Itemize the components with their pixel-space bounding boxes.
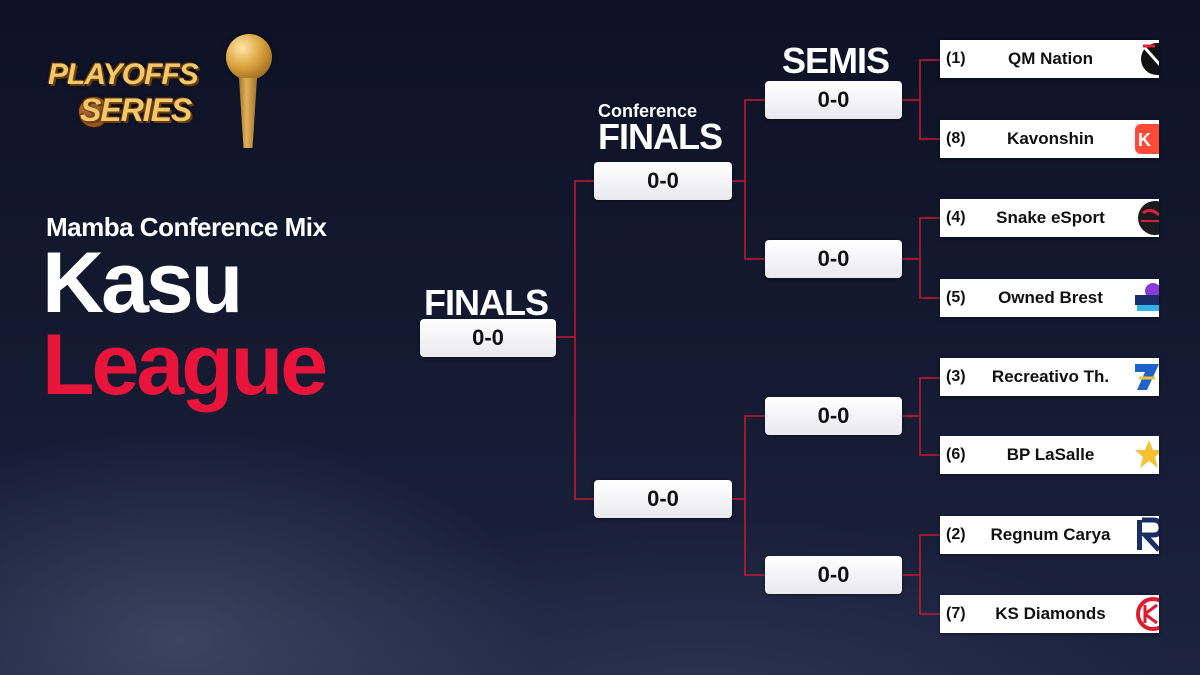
conference-final-top-score: 0-0 [594,162,732,200]
semi-3-score: 0-0 [765,397,902,435]
team-seed: (1) [946,50,966,67]
team-slot: (7) KS Diamonds [940,595,1159,633]
finals-heading: FINALS [424,282,549,323]
team-slot: (6) BP LaSalle [940,436,1159,474]
team-name: KS Diamonds [995,604,1106,623]
league-name-line2: League [42,317,328,413]
conference-heading-small: Conference [598,101,698,121]
team-seed: (8) [946,130,966,147]
finals-score: 0-0 [420,319,556,357]
team-seed: (3) [946,368,966,385]
team-seed: (7) [946,605,966,622]
conference-subtitle: Mamba Conference Mix [46,212,327,242]
playoffs-series-logo: PLAYOFFS SERIES [48,34,273,154]
team-slot: (2) Regnum Carya [940,516,1159,554]
team-slot: (5) Owned Brest [940,279,1159,317]
team-name: Snake eSport [996,208,1105,227]
team-name: Recreativo Th. [991,367,1110,386]
conference-finals-heading: FINALS [598,116,723,157]
ks-diamonds-logo-icon [1131,595,1159,633]
semi-4-score: 0-0 [765,556,902,594]
trophy-icon [239,78,257,148]
basketball-icon [78,96,110,128]
semis-heading: SEMIS [782,40,890,81]
kavonshin-logo-icon: K [1131,120,1159,158]
team-name: Owned Brest [998,288,1103,307]
semi-2-score: 0-0 [765,240,902,278]
team-slot: (8) Kavonshin K [940,120,1159,158]
qm-nation-logo-icon [1131,40,1159,78]
team-name: QM Nation [1008,49,1093,68]
semi-1-score: 0-0 [765,81,902,119]
recreativo-logo-icon [1131,358,1159,396]
team-slot: (3) Recreativo Th. [940,358,1159,396]
team-name: Kavonshin [1007,129,1094,148]
bp-lasalle-logo-icon [1131,436,1159,474]
team-seed: (5) [946,289,966,306]
team-seed: (4) [946,209,966,226]
league-name-line1: Kasu [42,235,243,331]
team-slot: (1) QM Nation [940,40,1159,78]
trophy-ball-icon [226,34,272,80]
owned-brest-logo-icon [1131,279,1159,317]
conference-final-bottom-score: 0-0 [594,480,732,518]
team-seed: (6) [946,446,966,463]
logo-line2: SERIES [80,92,192,128]
team-name: BP LaSalle [1006,445,1095,464]
svg-text:K: K [1138,130,1151,150]
snake-esport-logo-icon [1131,199,1159,237]
team-name: Regnum Carya [990,525,1111,544]
logo-line1: PLAYOFFS [48,58,199,91]
team-slot: (4) Snake eSport [940,199,1159,237]
team-seed: (2) [946,526,966,543]
regnum-carya-logo-icon [1131,516,1159,554]
